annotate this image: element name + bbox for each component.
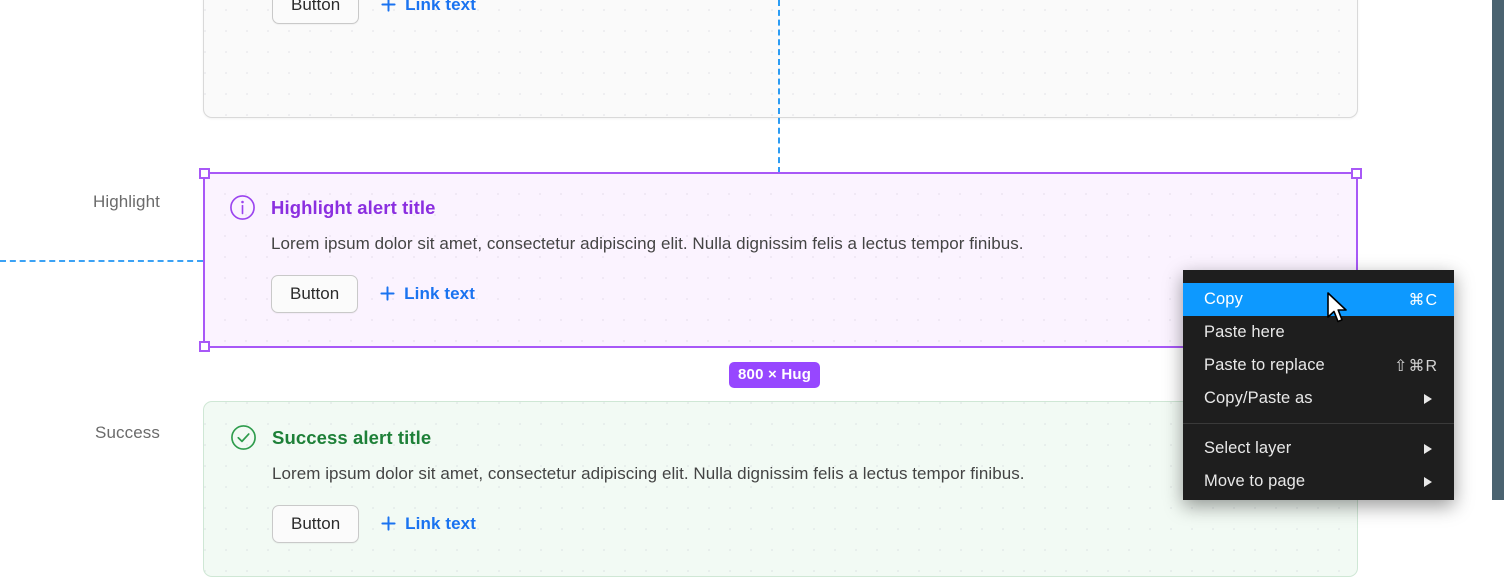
alert-card-neutral[interactable]: Lorem ipsum dolor sit amet, consectetur … (203, 0, 1358, 118)
alert-actions-success: Button Link text (272, 504, 1331, 543)
alert-link-label-neutral: Link text (405, 0, 476, 14)
context-menu-item-copy[interactable]: Copy ⌘C (1183, 283, 1454, 316)
context-menu-shortcut-paste-to-replace: ⇧⌘R (1394, 357, 1438, 375)
row-label-success: Success (95, 423, 160, 442)
context-menu-item-select-layer[interactable]: Select layer (1183, 432, 1454, 465)
alert-actions-neutral: Button Link text (272, 0, 1331, 24)
alert-actions-highlight: Button Link text (271, 274, 1332, 313)
alert-link-highlight[interactable]: Link text (380, 284, 475, 304)
plus-icon (381, 516, 396, 532)
context-menu-label-paste-here: Paste here (1204, 323, 1285, 341)
context-menu[interactable]: Copy ⌘C Paste here Paste to replace ⇧⌘R … (1183, 270, 1454, 500)
alert-link-neutral[interactable]: Link text (381, 0, 476, 15)
alert-header-success: Success alert title (230, 424, 1331, 451)
alert-body-highlight: Lorem ipsum dolor sit amet, consectetur … (271, 234, 1024, 253)
context-menu-item-paste-to-replace[interactable]: Paste to replace ⇧⌘R (1183, 349, 1454, 382)
selection-size-badge: 800 × Hug (729, 362, 821, 388)
context-menu-label-move-to-page: Move to page (1204, 472, 1306, 490)
horizontal-alignment-guide (0, 260, 203, 262)
app-edge-strip (1492, 0, 1504, 500)
context-menu-label-paste-to-replace: Paste to replace (1204, 356, 1325, 374)
alert-title-success: Success alert title (272, 426, 432, 448)
alert-link-label-success: Link text (405, 513, 476, 533)
row-label-highlight: Highlight (92, 192, 160, 211)
context-menu-item-move-to-page[interactable]: Move to page (1183, 465, 1454, 498)
alert-content-neutral: Lorem ipsum dolor sit amet, consectetur … (204, 0, 1357, 46)
context-menu-item-copy-paste-as[interactable]: Copy/Paste as (1183, 382, 1454, 415)
context-menu-label-select-layer: Select layer (1204, 439, 1292, 457)
alert-card-highlight[interactable]: Highlight alert title Lorem ipsum dolor … (203, 172, 1358, 348)
context-menu-separator (1183, 423, 1454, 424)
chevron-right-icon (1424, 476, 1432, 487)
info-circle-icon (230, 195, 255, 220)
alert-title-highlight: Highlight alert title (271, 196, 436, 218)
alert-button-success[interactable]: Button (272, 504, 360, 543)
context-menu-shortcut-copy: ⌘C (1408, 291, 1438, 309)
alert-button-neutral[interactable]: Button (272, 0, 360, 24)
alert-button-highlight[interactable]: Button (271, 274, 359, 313)
chevron-right-icon (1424, 443, 1432, 454)
alert-link-label-highlight: Link text (404, 283, 475, 303)
context-menu-item-paste-here[interactable]: Paste here (1183, 316, 1454, 349)
alert-header-highlight: Highlight alert title (229, 194, 1332, 221)
plus-icon (380, 286, 395, 302)
vertical-alignment-guide (778, 0, 780, 173)
context-menu-label-copy-paste-as: Copy/Paste as (1204, 389, 1313, 407)
context-menu-label-copy: Copy (1204, 290, 1243, 308)
plus-icon (381, 0, 396, 13)
alert-body-success: Lorem ipsum dolor sit amet, consectetur … (272, 464, 1025, 483)
check-circle-icon (231, 425, 256, 450)
alert-link-success[interactable]: Link text (381, 514, 476, 534)
alert-content-highlight: Highlight alert title Lorem ipsum dolor … (203, 172, 1358, 335)
chevron-right-icon (1424, 393, 1432, 404)
